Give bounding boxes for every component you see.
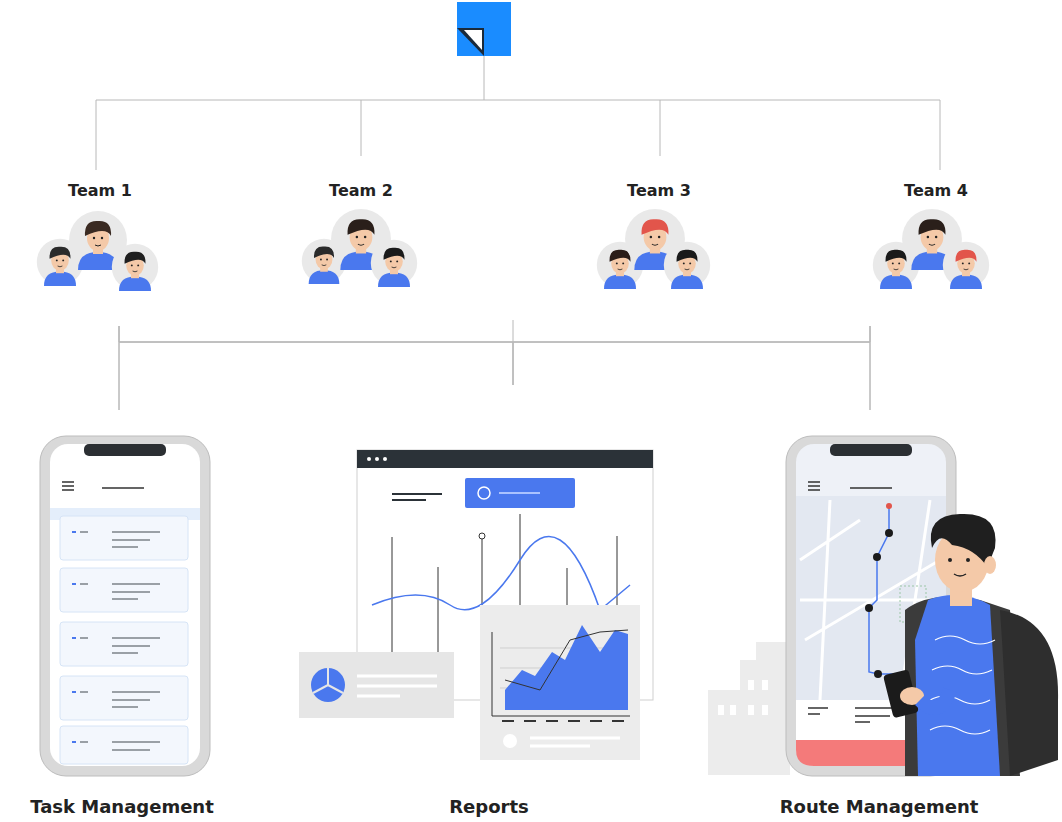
tree-lines — [96, 56, 940, 385]
reports-illustration — [299, 450, 653, 760]
team-node: Team 1 — [30, 180, 170, 326]
connector-line — [119, 326, 513, 385]
team-label: Team 2 — [326, 180, 396, 202]
connector-line — [870, 326, 871, 410]
connector-line — [119, 326, 870, 410]
team-avatars — [37, 209, 989, 291]
route-illustration — [708, 436, 1058, 776]
feature-node: Reports — [289, 385, 689, 822]
feature-caption: Route Management — [777, 796, 982, 818]
feature-node: Task Management — [22, 410, 222, 822]
team-node: Team 2 — [291, 180, 431, 326]
team-label: Team 3 — [624, 180, 694, 202]
team-label: Team 4 — [901, 180, 971, 202]
feature-caption: Reports — [446, 796, 532, 818]
team-label: Team 1 — [65, 180, 135, 202]
team-node: Team 4 — [866, 180, 1006, 326]
feature-node: Route Management — [770, 410, 988, 822]
connector-line — [513, 326, 870, 385]
connector-line — [119, 326, 870, 410]
team-node: Team 3 — [589, 180, 729, 326]
logo — [457, 2, 511, 56]
task-phone — [40, 436, 210, 776]
feature-caption: Task Management — [27, 796, 217, 818]
